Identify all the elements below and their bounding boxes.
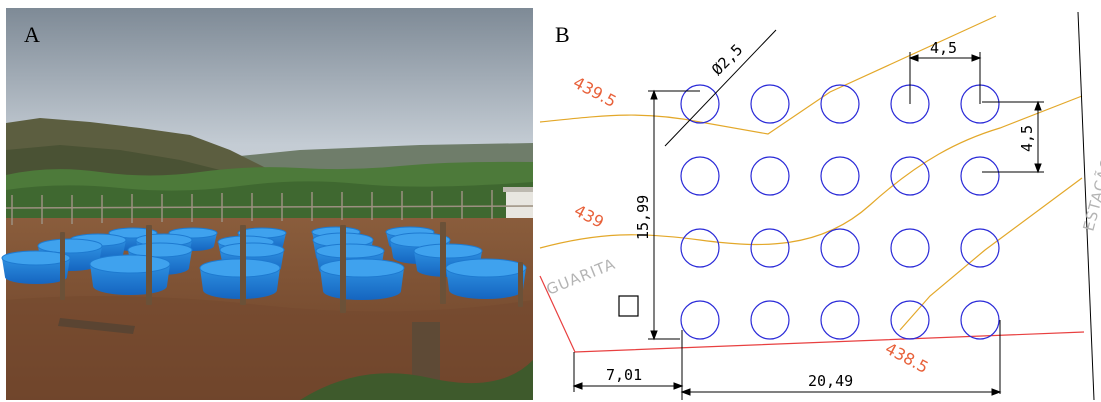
tank-circle bbox=[960, 300, 1000, 340]
spacing-h-dimension bbox=[908, 52, 982, 104]
offset-label: 7,01 bbox=[606, 366, 642, 384]
tank-circle bbox=[680, 300, 720, 340]
offset-dimension bbox=[572, 330, 684, 400]
panel-b-letter: B bbox=[555, 22, 570, 47]
tank-circle bbox=[820, 84, 860, 124]
photo-tank-rim bbox=[413, 243, 483, 259]
photo-tank-rim bbox=[37, 238, 103, 254]
diameter-label: Ø2,5 bbox=[708, 41, 746, 79]
photo-tank-rim bbox=[445, 258, 527, 278]
photo-tank-rim bbox=[219, 242, 285, 258]
photo-foreground-grass bbox=[300, 360, 533, 400]
tank-circle bbox=[890, 156, 930, 196]
photo-tank-rim bbox=[1, 250, 71, 266]
tank-circle bbox=[750, 84, 790, 124]
road-edge-line bbox=[1077, 11, 1095, 401]
diameter-leader bbox=[664, 29, 777, 147]
contour-line-439-5 bbox=[539, 15, 997, 135]
tank-circle bbox=[890, 228, 930, 268]
guard-house-marker bbox=[618, 295, 639, 317]
photo-posts bbox=[60, 222, 523, 313]
station-label: ESTAÇÃO INMET bbox=[1079, 98, 1101, 233]
spacing-h-label: 4,5 bbox=[930, 39, 957, 57]
tank-circle bbox=[680, 228, 720, 268]
tank-circle bbox=[820, 300, 860, 340]
tank-circle bbox=[750, 300, 790, 340]
tank-circle bbox=[960, 156, 1000, 196]
tank-circle bbox=[680, 156, 720, 196]
width-dimension bbox=[680, 320, 1002, 396]
site-boundary bbox=[539, 275, 1085, 353]
contour-line-438-5 bbox=[899, 177, 1083, 331]
height-dimension bbox=[648, 89, 700, 341]
photo-tank-rim bbox=[89, 254, 171, 274]
contour-label-438-5: 438.5 bbox=[882, 339, 931, 377]
tank-circle bbox=[820, 228, 860, 268]
photo-fence bbox=[5, 190, 534, 225]
panel-a-letter: A bbox=[24, 22, 40, 47]
guard-house-label: GUARITA bbox=[544, 255, 618, 299]
spacing-v-dimension bbox=[982, 100, 1044, 174]
contour-line-439 bbox=[539, 95, 1083, 249]
contour-label-439: 439 bbox=[571, 201, 607, 232]
tank-circle bbox=[960, 228, 1000, 268]
panel-a-photo: A bbox=[1, 8, 534, 400]
photo-building-roof bbox=[503, 187, 533, 192]
spacing-v-label: 4,5 bbox=[1018, 125, 1036, 152]
photo-log bbox=[58, 318, 135, 334]
tank-circle bbox=[750, 156, 790, 196]
contour-label-439-5: 439.5 bbox=[570, 73, 619, 111]
photo-tank-rim bbox=[315, 243, 385, 259]
width-label: 20,49 bbox=[808, 372, 853, 390]
tank-circle bbox=[820, 156, 860, 196]
height-label: 15,99 bbox=[634, 195, 652, 240]
tank-circle bbox=[750, 228, 790, 268]
panel-b-diagram: B Ø2,5 4,5 4,5 bbox=[539, 11, 1101, 401]
tank-grid bbox=[680, 84, 1000, 340]
tank-circle bbox=[680, 84, 720, 124]
tank-circle bbox=[890, 300, 930, 340]
photo-shrub-band-dark bbox=[6, 181, 533, 220]
photo-tank-rim bbox=[127, 242, 193, 258]
photo-tank-rim bbox=[319, 258, 405, 278]
